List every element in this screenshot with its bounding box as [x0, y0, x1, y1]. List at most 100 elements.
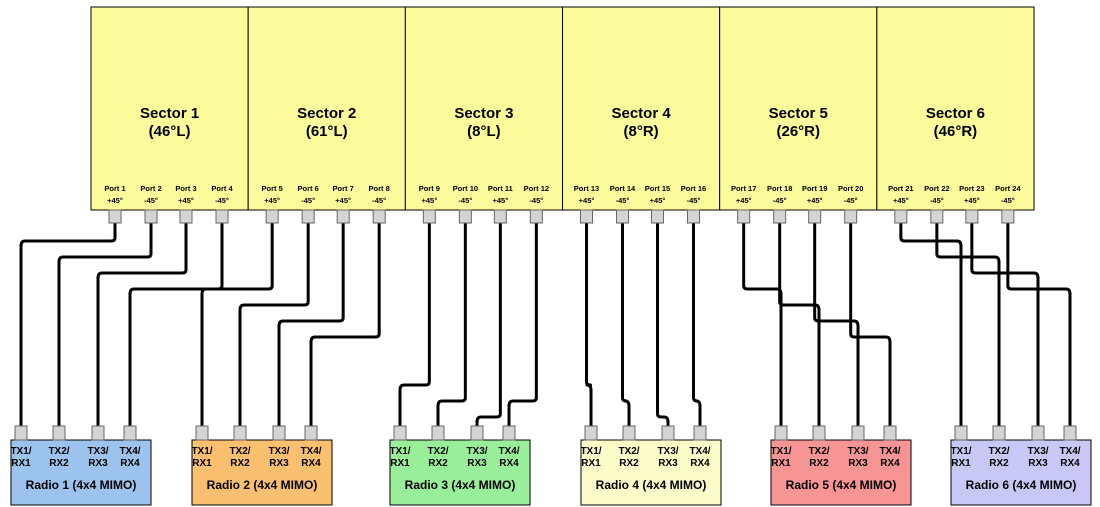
port-polarization: -45°: [616, 196, 630, 205]
radio-port-label-top: TX1/: [389, 446, 410, 457]
radio-port-label-top: TX3/: [466, 446, 487, 457]
sector-port-connector: [372, 209, 386, 224]
cable-sector4-port1: [585, 222, 593, 426]
sector-port-connector: [773, 209, 787, 224]
sector-port-connector: [651, 209, 665, 224]
port-label: Port 24: [995, 184, 1021, 193]
port-label: Port 5: [262, 184, 283, 193]
sector-3: Sector 3(8°L)Port 9+45°Port 10-45°Port 1…: [404, 6, 564, 211]
port-label: Port 14: [610, 184, 636, 193]
sector-port-connector: [616, 209, 630, 224]
port-polarization: -45°: [1001, 196, 1015, 205]
radio-port-connector: [774, 425, 788, 441]
port-polarization: -45°: [215, 196, 229, 205]
port-label: Port 2: [140, 184, 161, 193]
sector-5: Sector 5(26°R)Port 17+45°Port 18-45°Port…: [719, 6, 878, 211]
cable-sector4-port4: [692, 222, 702, 426]
radio-port-connector: [393, 425, 407, 441]
sector-4: Sector 4(8°R)Port 13+45°Port 14-45°Port …: [562, 6, 721, 211]
cable-sector1-port2: [57, 222, 153, 426]
port-label: Port 23: [959, 184, 984, 193]
radio-port-label-top: TX4/: [879, 446, 900, 457]
radio-port-label-top: TX2/: [48, 446, 69, 457]
radio-port-label-top: TX4/: [689, 446, 710, 457]
port-polarization: -45°: [372, 196, 386, 205]
radio-port-connector: [1031, 425, 1045, 441]
radio-port-connector: [622, 425, 636, 441]
cable-sector2-port1: [200, 222, 274, 426]
radio-port-label-bottom: RX4: [880, 458, 900, 469]
port-polarization: +45°: [107, 196, 123, 205]
radio-port-connector: [14, 425, 28, 441]
cables: [19, 222, 1072, 426]
radio-port-label-top: TX1/: [770, 446, 791, 457]
radio-port-label-bottom: RX2: [989, 458, 1009, 469]
radio-port-connector: [992, 425, 1006, 441]
radio-port-label-top: TX3/: [657, 446, 678, 457]
port-polarization: +45°: [178, 196, 194, 205]
radio-port-connector: [123, 425, 137, 441]
sector-box: [719, 6, 878, 211]
sector-box: [247, 6, 406, 211]
cable-sector6-port2: [935, 222, 1001, 426]
port-label: Port 9: [419, 184, 440, 193]
cable-sector2-port4: [309, 222, 381, 426]
cable-sector5-port4: [849, 222, 892, 426]
radio-port-label-top: TX4/: [1059, 446, 1080, 457]
radio-port-label-bottom: RX2: [619, 458, 639, 469]
radio-port-label-bottom: RX3: [269, 458, 289, 469]
sector-port-connector: [965, 209, 979, 224]
port-label: Port 4: [211, 184, 233, 193]
port-polarization: +45°: [264, 196, 280, 205]
sector-box: [562, 6, 721, 211]
radio-name: Radio 1 (4x4 MIMO): [26, 478, 137, 492]
radio-port-label-bottom: RX2: [230, 458, 250, 469]
port-label: Port 21: [888, 184, 913, 193]
radio-port-label-top: TX1/: [580, 446, 601, 457]
cable-sector1-port4: [128, 222, 224, 426]
cable-sector3-port1: [398, 222, 431, 426]
sector-box: [404, 6, 564, 211]
radio-port-label-top: TX3/: [87, 446, 108, 457]
radio-box: [10, 439, 152, 506]
sector-port-connector: [144, 209, 158, 224]
sector-name: Sector 4: [611, 105, 671, 122]
sector-port-connector: [894, 209, 908, 224]
radio-port-label-top: TX1/: [950, 446, 971, 457]
port-polarization: +45°: [421, 196, 437, 205]
sector-port-connector: [529, 209, 543, 224]
radio-port-label-bottom: RX4: [120, 458, 140, 469]
radio-port-label-top: TX2/: [988, 446, 1009, 457]
radio-port-label-bottom: RX1: [581, 458, 601, 469]
radio-port-label-top: TX4/: [498, 446, 519, 457]
radio-port-connector: [272, 425, 286, 441]
radio-port-label-top: TX1/: [10, 446, 31, 457]
radio-port-connector: [954, 425, 968, 441]
radio-port-connector: [470, 425, 484, 441]
radio-port-label-top: TX1/: [191, 446, 212, 457]
radio-port-label-top: TX3/: [268, 446, 289, 457]
cable-sector2-port2: [238, 222, 310, 426]
radio-port-connector: [91, 425, 105, 441]
radio-port-label-bottom: RX1: [192, 458, 212, 469]
radio-port-connector: [195, 425, 209, 441]
radio-port-label-bottom: RX2: [428, 458, 448, 469]
port-label: Port 6: [298, 184, 319, 193]
sector-box: [876, 6, 1035, 211]
radio-port-connector: [812, 425, 826, 441]
radio-port-connector: [431, 425, 445, 441]
port-label: Port 10: [453, 184, 478, 193]
sector-angle: (8°R): [624, 123, 659, 140]
port-label: Port 11: [488, 184, 513, 193]
port-polarization: +45°: [893, 196, 909, 205]
port-label: Port 12: [524, 184, 549, 193]
port-label: Port 18: [767, 184, 792, 193]
radio-port-label-bottom: RX3: [658, 458, 678, 469]
sector-angle: (46°L): [149, 123, 191, 140]
sector-port-connector: [336, 209, 350, 224]
